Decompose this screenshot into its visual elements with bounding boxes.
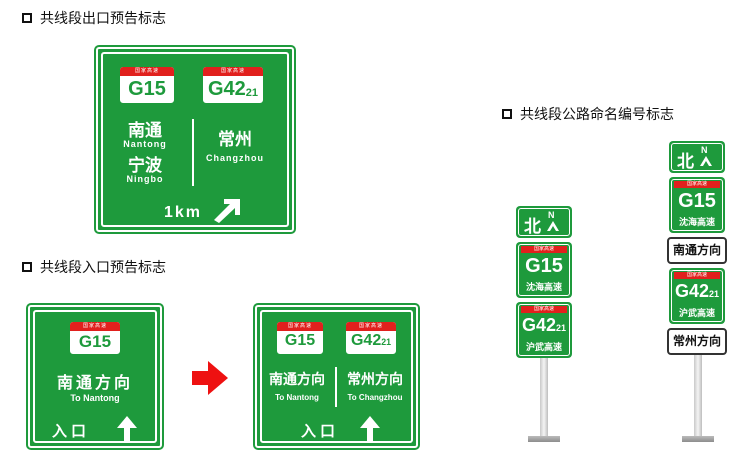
divider-line	[192, 119, 194, 186]
dest-nantong-en: To Nantong	[70, 393, 120, 403]
dest-changzhou-en: To Changzhou	[347, 393, 403, 402]
entrance-label: 入口	[300, 422, 339, 440]
dest-ningbo-cn: 宁波	[128, 156, 162, 176]
square-bullet-icon	[22, 262, 32, 272]
heading-exit: 共线段出口预告标志	[22, 8, 166, 28]
north-arrow-icon	[547, 221, 559, 231]
dest-nantong-cn: 南通方向	[269, 372, 325, 388]
dest-nantong-cn: 南通方向	[56, 373, 133, 392]
entrance-label: 入口	[51, 422, 90, 440]
route-shield-g42: 国家高速 G4221	[344, 320, 398, 356]
arrow-up-icon	[117, 416, 137, 442]
entry-advance-sign-shared: 国家高速 G15 国家高速 G4221 南通方向 To Nantong 常州方向…	[253, 303, 420, 450]
dest-changzhou-en: Changzhou	[206, 153, 264, 163]
direction-plate-changzhou: 常州方向	[667, 328, 727, 355]
dest-nantong-cn: 南通	[128, 121, 162, 141]
dest-changzhou-cn: 常州	[218, 130, 252, 150]
north-arrow-icon	[700, 156, 712, 166]
route-sign-g42: 国家高速 G4221 沪武高速	[669, 268, 725, 324]
dest-nantong-en: Nantong	[123, 139, 167, 149]
divider-line	[335, 367, 337, 407]
pole-shaft	[694, 355, 702, 437]
transition-arrow-icon	[192, 361, 228, 395]
heading-entry: 共线段入口预告标志	[22, 257, 166, 277]
distance-label: 1km	[163, 204, 203, 221]
route-sign-g42: 国家高速 G4221 沪武高速	[516, 302, 572, 358]
direction-sign-north: 北 N	[516, 206, 572, 238]
dest-changzhou-cn: 常州方向	[347, 372, 403, 388]
route-shield-g15: 国家高速 G15	[118, 65, 176, 105]
heading-entry-text: 共线段入口预告标志	[40, 260, 166, 276]
square-bullet-icon	[502, 109, 512, 119]
direction-sign-north: 北 N	[669, 141, 725, 173]
route-shield-g15: 国家高速 G15	[275, 320, 325, 356]
entry-advance-sign-single: 国家高速 G15 南通方向 To Nantong 入口	[26, 303, 164, 450]
arrow-up-right-icon	[214, 199, 240, 223]
route-sign-g15: 国家高速 G15 沈海高速	[669, 177, 725, 233]
pole-base	[528, 436, 560, 442]
route-shield-g42: 国家高速 G4221	[201, 65, 265, 105]
heading-naming: 共线段公路命名编号标志	[502, 104, 674, 124]
direction-plate-nantong: 南通方向	[667, 237, 727, 264]
pole-base	[682, 436, 714, 442]
heading-naming-text: 共线段公路命名编号标志	[520, 107, 674, 123]
square-bullet-icon	[22, 13, 32, 23]
dest-nantong-en: To Nantong	[275, 393, 319, 402]
route-shield-g15: 国家高速 G15	[68, 320, 122, 356]
dest-ningbo-en: Ningbo	[126, 174, 164, 184]
pole-shaft	[540, 355, 548, 437]
heading-exit-text: 共线段出口预告标志	[40, 11, 166, 27]
arrow-up-icon	[360, 416, 380, 442]
exit-advance-sign: 国家高速 G15 国家高速 G4221 南通 Nantong 宁波 Ningbo…	[94, 45, 296, 234]
route-sign-g15: 国家高速 G15 沈海高速	[516, 242, 572, 298]
